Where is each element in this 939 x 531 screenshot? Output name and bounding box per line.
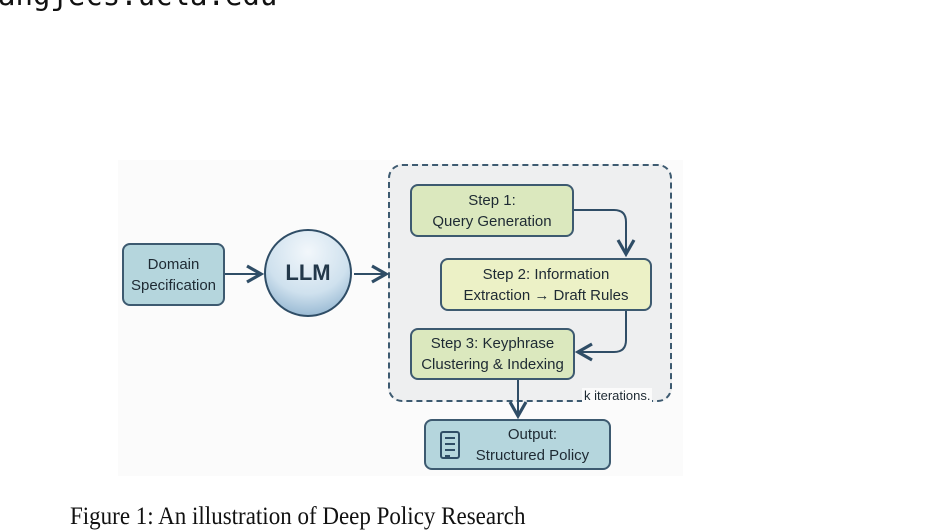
output-line2: Structured Policy bbox=[475, 446, 590, 464]
output-line1: Output: bbox=[507, 425, 558, 443]
domain-spec-line2: Specification bbox=[130, 276, 217, 294]
document-icon bbox=[440, 431, 460, 459]
output-box: Output: Structured Policy bbox=[424, 419, 611, 470]
domain-spec-line1: Domain bbox=[147, 255, 200, 273]
step1-line1: Step 1: bbox=[468, 191, 516, 209]
figure-caption: Figure 1: An illustration of Deep Policy… bbox=[70, 503, 526, 530]
step1-box: Step 1: Query Generation bbox=[410, 184, 574, 237]
loop-label: k iterations. bbox=[582, 388, 653, 403]
llm-node: LLM bbox=[264, 229, 352, 317]
step3-line2: Clustering & Indexing bbox=[421, 356, 564, 373]
step2-line1: Step 2: Information bbox=[482, 265, 610, 283]
step2-line2: Extraction → Draft Rules bbox=[463, 286, 629, 304]
arrow-step2-to-step3 bbox=[574, 311, 627, 362]
author-email: angjecs.ucla.edu bbox=[0, 0, 277, 12]
diagram-arrows bbox=[225, 209, 636, 420]
step1-line2: Query Generation bbox=[432, 212, 552, 230]
arrow-step1-to-step2 bbox=[574, 209, 636, 258]
step3-line1: Step 3: Keyphrase bbox=[430, 335, 555, 352]
